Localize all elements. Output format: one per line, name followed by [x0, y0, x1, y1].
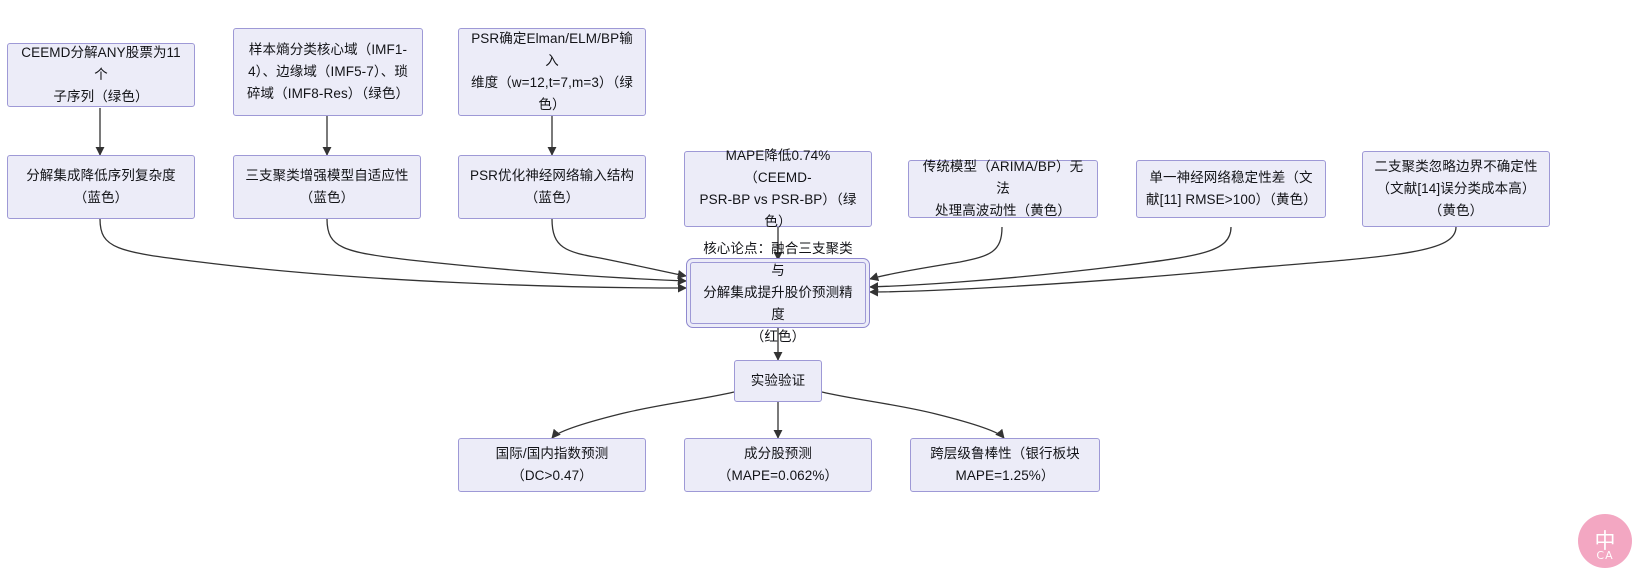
node-psr-input-dimension[interactable]: PSR确定Elman/ELM/BP输入 维度（w=12,t=7,m=3）（绿 色… [458, 28, 646, 116]
node-label: 三支聚类增强模型自适应性 （蓝色） [245, 168, 409, 205]
node-two-way-boundary-issue[interactable]: 二支聚类忽略边界不确定性 （文献[14]误分类成本高） （黄色） [1362, 151, 1550, 227]
node-label: 跨层级鲁棒性（银行板块 MAPE=1.25%） [930, 446, 1080, 483]
watermark-subtext: CA [1596, 549, 1614, 562]
watermark-glyph: 中 [1594, 528, 1616, 553]
node-label: 二支聚类忽略边界不确定性 （文献[14]误分类成本高） （黄色） [1374, 159, 1538, 218]
edge-n10-core [869, 226, 1457, 297]
node-label: PSR优化神经网络输入结构 （蓝色） [469, 168, 635, 205]
node-label: CEEMD分解ANY股票为11个 子序列（绿色） [21, 45, 181, 104]
node-index-prediction[interactable]: 国际/国内指数预测 （DC>0.47） [458, 438, 646, 492]
node-label: MAPE降低0.74%（CEEMD- PSR-BP vs PSR-BP）（绿 色… [699, 148, 857, 229]
watermark-badge: 中 CA [1578, 514, 1632, 568]
node-single-nn-instability[interactable]: 单一神经网络稳定性差（文 献[11] RMSE>100）（黄色） [1136, 160, 1326, 218]
node-ceemd-decompose[interactable]: CEEMD分解ANY股票为11个 子序列（绿色） [7, 43, 195, 107]
node-core-thesis[interactable]: 核心论点：融合三支聚类与 分解集成提升股价预测精度 （红色） [690, 241, 866, 344]
edge-n4-core [99, 218, 687, 293]
edge-validation-n13 [551, 391, 735, 439]
node-label: 成分股预测 （MAPE=0.062%） [717, 446, 839, 483]
node-label: 分解集成降低序列复杂度 （蓝色） [26, 168, 176, 205]
node-constituent-stock-prediction[interactable]: 成分股预测 （MAPE=0.062%） [684, 438, 872, 492]
node-sample-entropy-classify[interactable]: 样本熵分类核心域（IMF1- 4）、边缘域（IMF5-7）、琐 碎域（IMF8-… [233, 28, 423, 116]
node-traditional-model-limit[interactable]: 传统模型（ARIMA/BP）无法 处理高波动性（黄色） [908, 159, 1098, 218]
node-experimental-validation[interactable]: 实验验证 [734, 360, 822, 402]
node-mape-improvement[interactable]: MAPE降低0.74%（CEEMD- PSR-BP vs PSR-BP）（绿 色… [684, 148, 872, 229]
node-label: 实验验证 [750, 373, 806, 389]
node-label: 单一神经网络稳定性差（文 献[11] RMSE>100）（黄色） [1146, 170, 1317, 207]
node-psr-optimize-structure[interactable]: PSR优化神经网络输入结构 （蓝色） [458, 155, 646, 219]
edge-n8-core [869, 226, 1003, 282]
node-label: 传统模型（ARIMA/BP）无法 处理高波动性（黄色） [922, 159, 1084, 218]
edge-n6-core [551, 218, 687, 279]
edge-n5-core [326, 218, 687, 286]
edge-n9-core [869, 226, 1232, 292]
node-label: 核心论点：融合三支聚类与 分解集成提升股价预测精度 （红色） [703, 241, 853, 344]
node-label: PSR确定Elman/ELM/BP输入 维度（w=12,t=7,m=3）（绿 色… [471, 31, 633, 112]
node-three-way-adaptivity[interactable]: 三支聚类增强模型自适应性 （蓝色） [233, 155, 421, 219]
node-label: 样本熵分类核心域（IMF1- 4）、边缘域（IMF5-7）、琐 碎域（IMF8-… [246, 42, 410, 101]
node-cross-level-robustness[interactable]: 跨层级鲁棒性（银行板块 MAPE=1.25%） [910, 438, 1100, 492]
edge-validation-n15 [821, 391, 1005, 439]
node-reduce-complexity[interactable]: 分解集成降低序列复杂度 （蓝色） [7, 155, 195, 219]
node-label: 国际/国内指数预测 （DC>0.47） [495, 446, 609, 483]
